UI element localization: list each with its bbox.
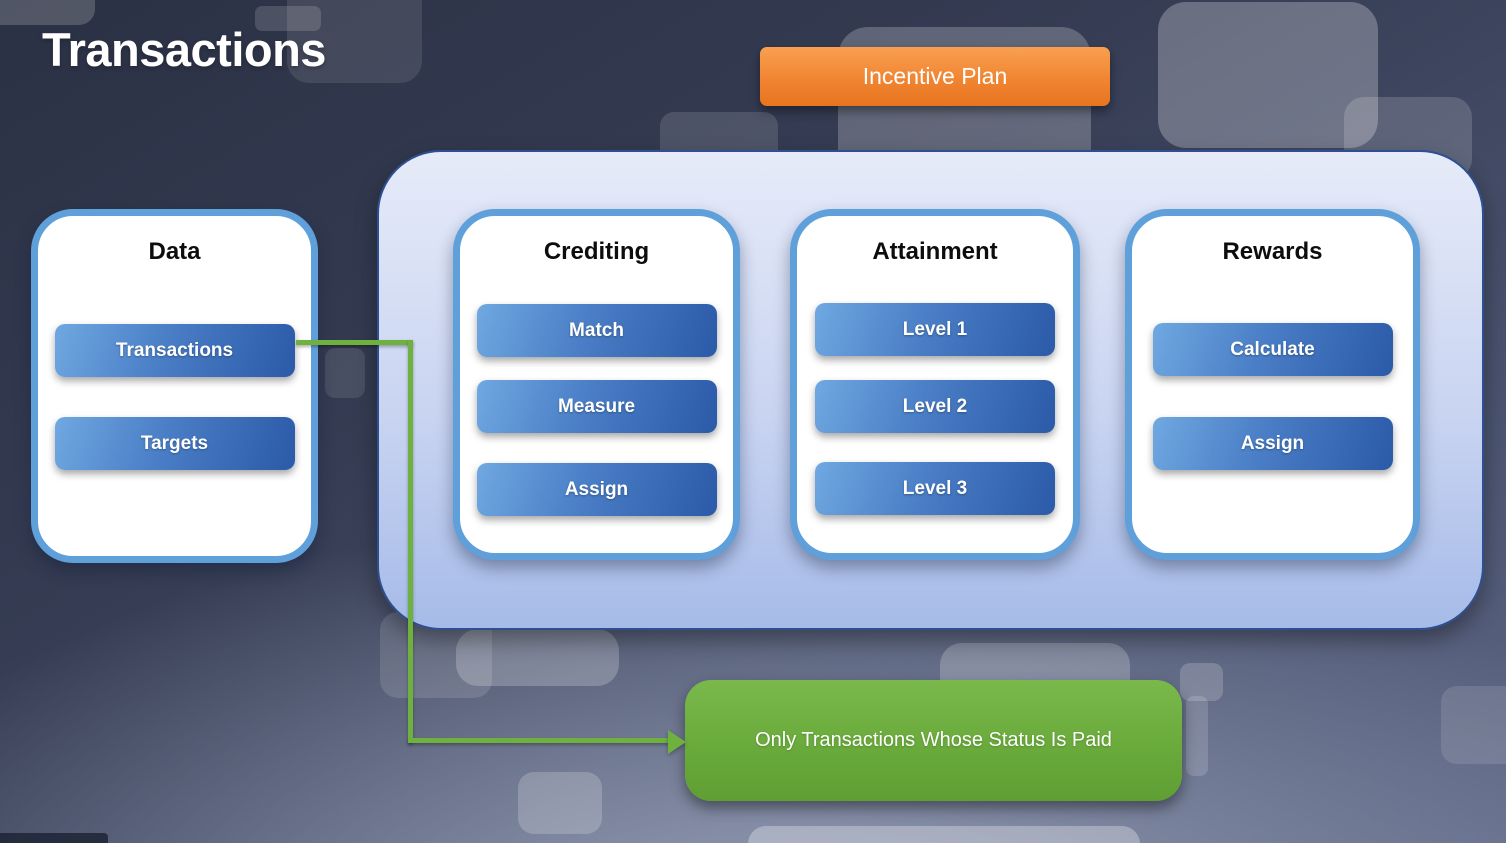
button-measure[interactable]: Measure xyxy=(476,380,717,433)
background-tile xyxy=(325,348,365,398)
data-panel: Data Transactions Targets xyxy=(31,209,318,563)
background-tile xyxy=(1441,686,1506,764)
background-tile xyxy=(255,6,321,31)
panel-crediting: Crediting Match Measure Assign xyxy=(453,209,740,560)
incentive-plan-button[interactable]: Incentive Plan xyxy=(760,47,1110,106)
background-tile xyxy=(0,0,95,25)
button-level-1[interactable]: Level 1 xyxy=(815,303,1055,356)
connector-line-horizontal-top xyxy=(296,340,413,345)
panel-title: Data xyxy=(148,238,201,265)
panel-title: Attainment xyxy=(872,238,998,265)
panel-title: Rewards xyxy=(1222,238,1323,265)
button-transactions[interactable]: Transactions xyxy=(54,324,295,377)
background-tile xyxy=(1186,696,1208,776)
page-title: Transactions xyxy=(42,23,326,76)
panel-title: Crediting xyxy=(543,238,650,265)
background-tile xyxy=(748,826,1140,843)
button-calculate[interactable]: Calculate xyxy=(1152,323,1393,376)
connector-line-vertical xyxy=(408,340,413,743)
panel-attainment: Attainment Level 1 Level 2 Level 3 xyxy=(790,209,1080,560)
connector-line-horizontal-bottom xyxy=(408,738,670,743)
callout-paid-status: Only Transactions Whose Status Is Paid xyxy=(685,680,1182,801)
panel-rewards: Rewards Calculate Assign xyxy=(1125,209,1420,560)
background-tile xyxy=(456,629,619,686)
button-level-2[interactable]: Level 2 xyxy=(815,380,1055,433)
connector-arrow-icon xyxy=(668,730,686,754)
background-tile xyxy=(0,833,108,843)
background-tile xyxy=(1180,663,1223,701)
background-tile xyxy=(287,0,422,83)
button-assign-crediting[interactable]: Assign xyxy=(476,463,717,516)
button-assign-rewards[interactable]: Assign xyxy=(1152,417,1393,470)
button-level-3[interactable]: Level 3 xyxy=(815,462,1055,515)
button-match[interactable]: Match xyxy=(476,304,717,357)
button-targets[interactable]: Targets xyxy=(54,417,295,470)
background-tile xyxy=(518,772,602,834)
background-tile xyxy=(1158,2,1378,148)
